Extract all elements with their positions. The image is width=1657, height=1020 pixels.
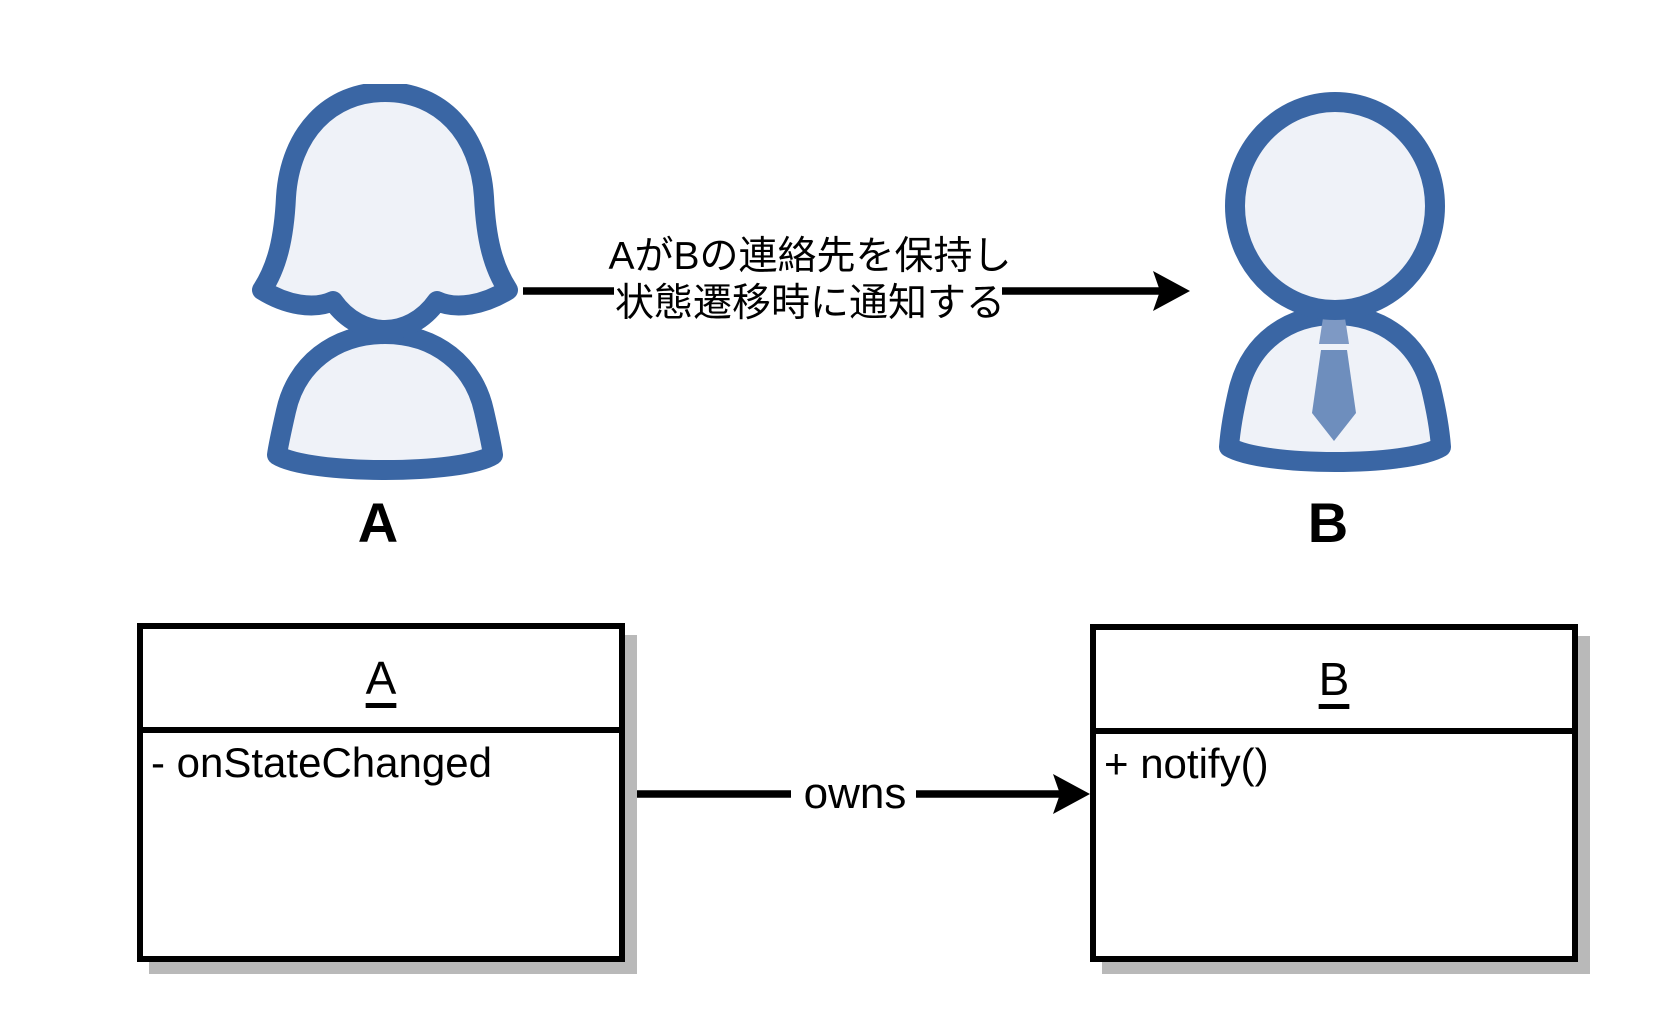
association-note-line2: 状態遷移時に通知する xyxy=(614,282,1005,325)
arrowhead-icon xyxy=(1053,774,1090,814)
class-a-title: A xyxy=(365,652,397,704)
female-person-icon xyxy=(252,84,518,480)
female-body xyxy=(267,324,503,480)
actor-a-label: A xyxy=(357,491,399,554)
male-person-icon xyxy=(1219,92,1451,472)
class-box-b: B + notify() xyxy=(1090,624,1578,962)
male-head xyxy=(1225,92,1445,320)
class-a-member: - onStateChanged xyxy=(151,739,492,786)
association-note-line1: AがBの連絡先を保持し xyxy=(608,235,1012,278)
female-head-hair xyxy=(252,84,518,340)
actor-b-label: B xyxy=(1307,491,1349,554)
owns-arrow xyxy=(629,774,1090,814)
class-b-title: B xyxy=(1318,653,1350,705)
class-box-a: A - onStateChanged xyxy=(137,623,625,962)
class-a-header: A xyxy=(143,629,619,733)
class-b-header: B xyxy=(1096,630,1572,734)
class-b-member: + notify() xyxy=(1104,740,1269,787)
association-arrow xyxy=(523,271,1190,311)
association-note: AがBの連絡先を保持し 状態遷移時に通知する xyxy=(600,233,1020,327)
owns-label: owns xyxy=(803,769,907,818)
arrowhead-icon xyxy=(1153,271,1190,311)
tie-icon xyxy=(1312,350,1356,441)
tie-knot-icon xyxy=(1319,318,1349,344)
